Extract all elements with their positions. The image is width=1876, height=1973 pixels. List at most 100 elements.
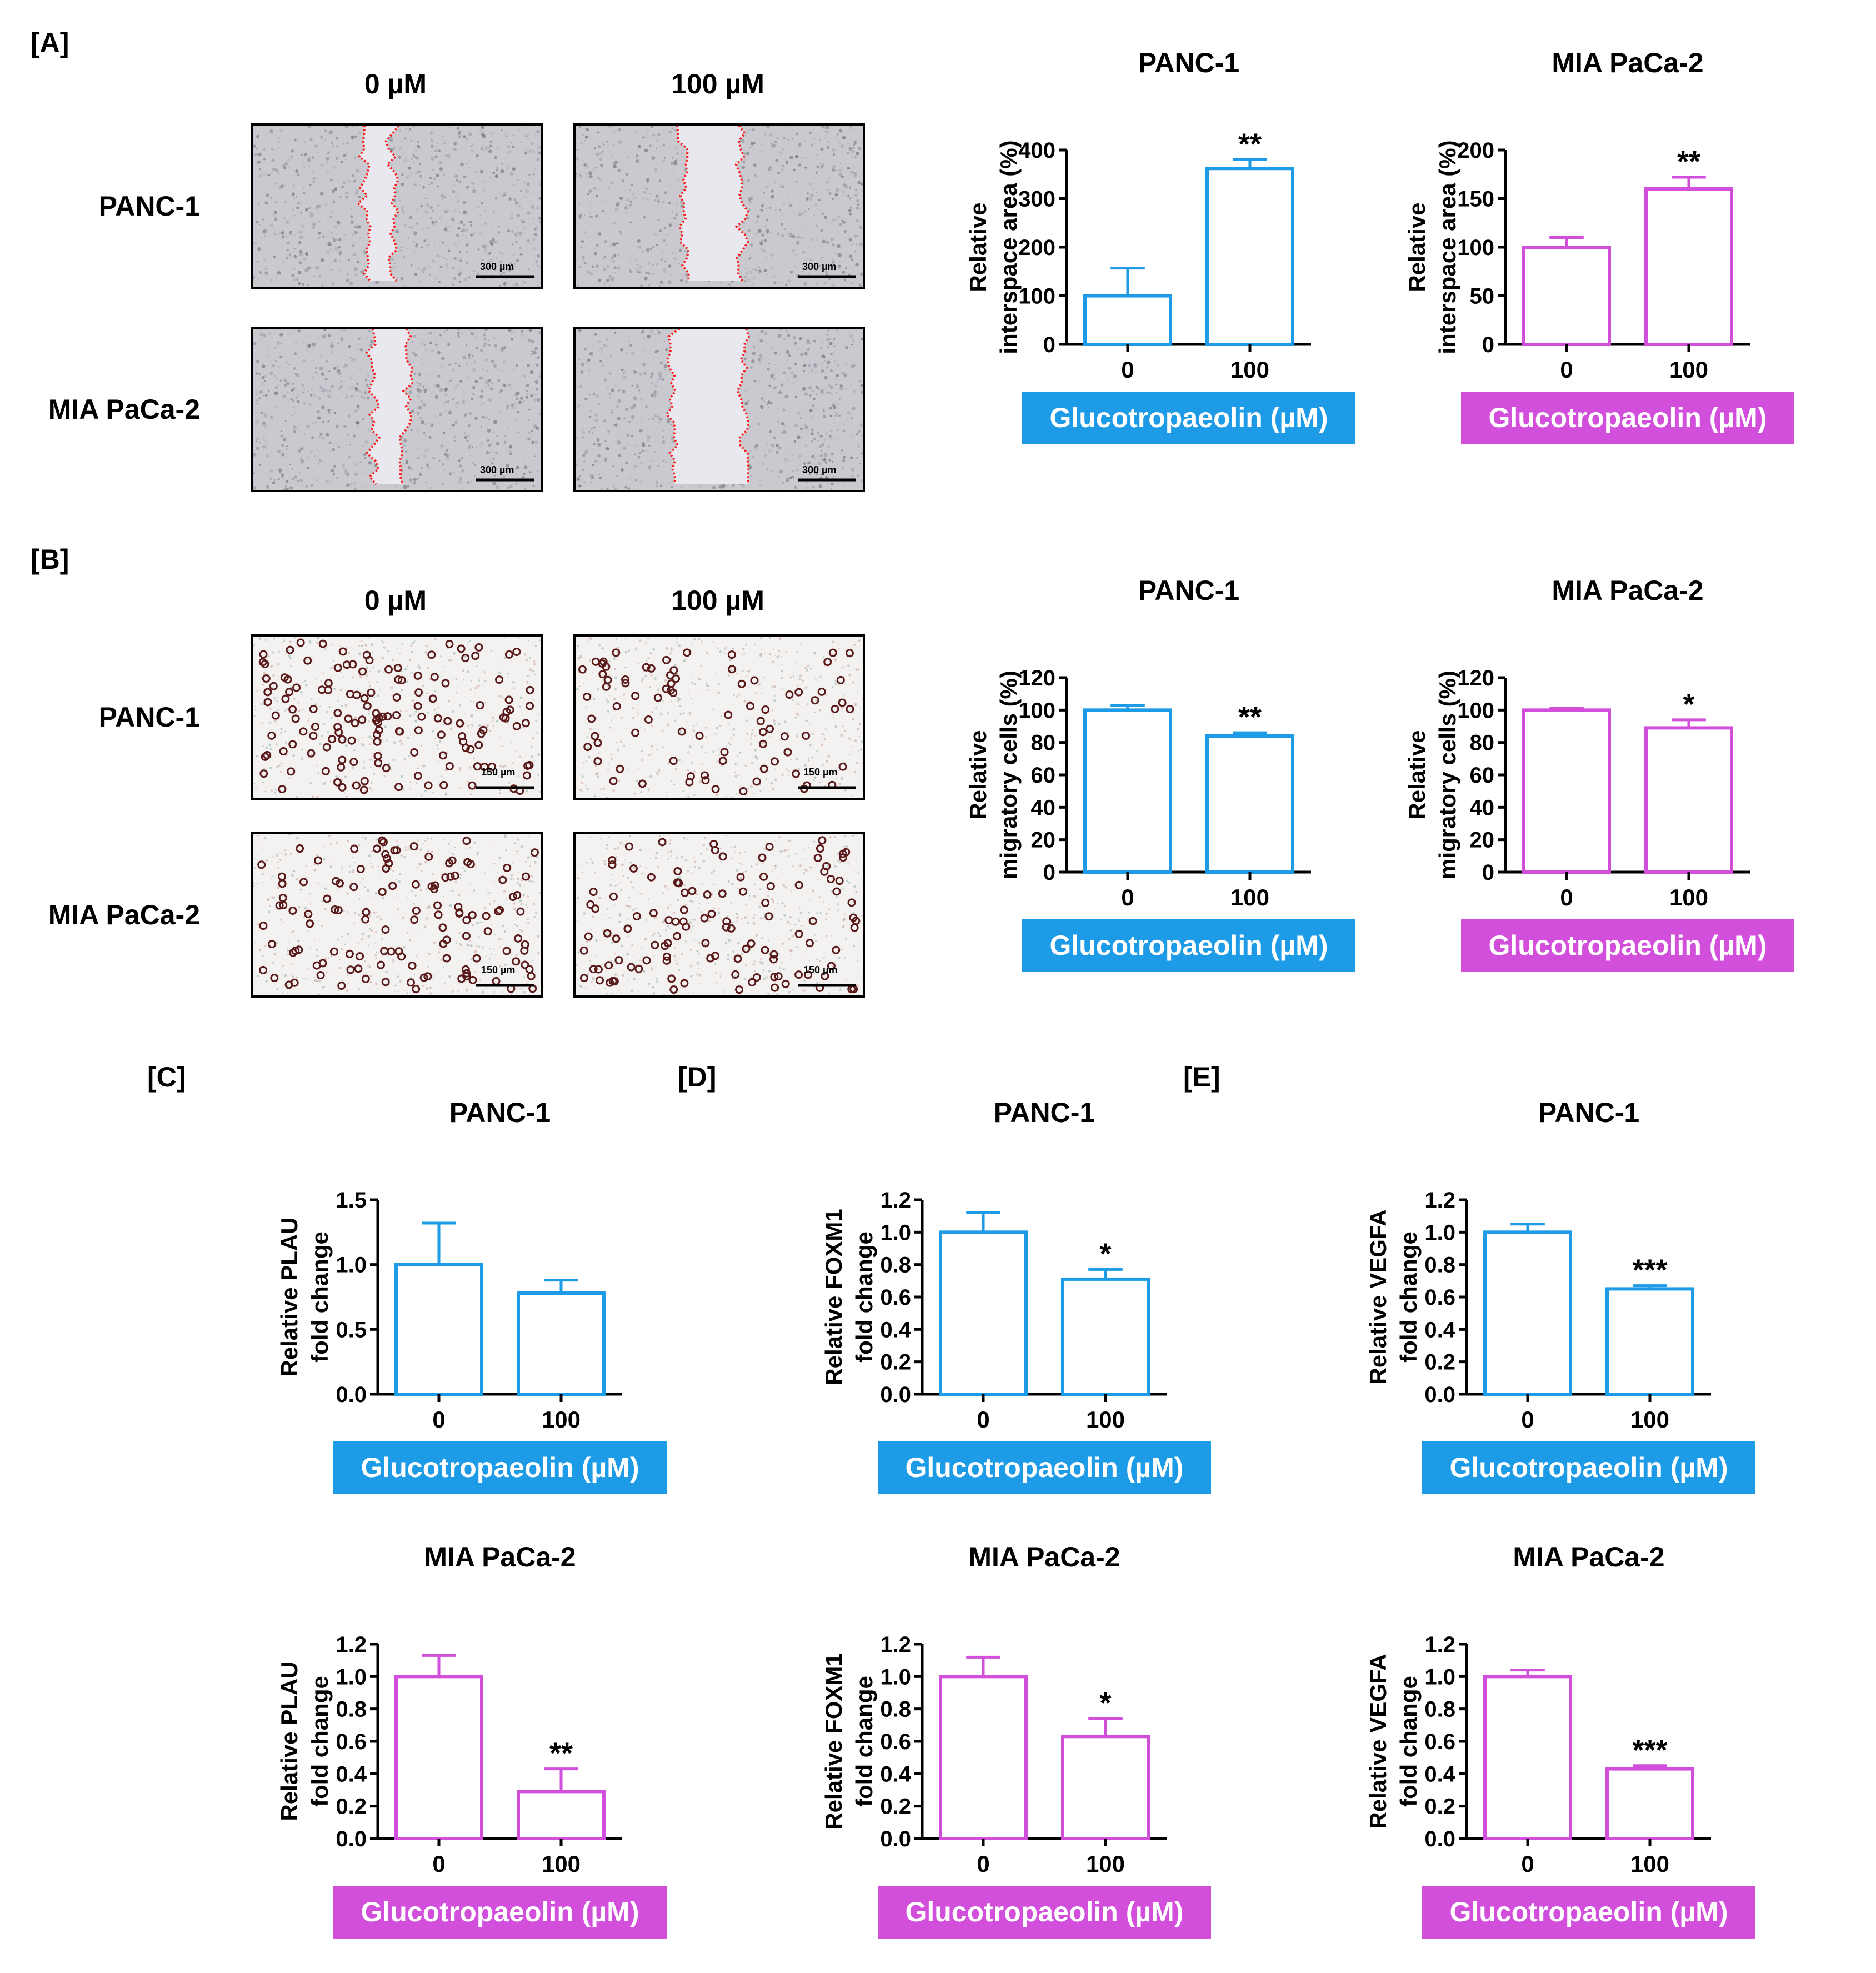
cell-speck (487, 428, 491, 433)
cell-speck (639, 284, 643, 287)
cell-speck (253, 276, 256, 279)
cell-speck (319, 442, 323, 445)
migrated-cell (612, 648, 621, 657)
cell-speck (764, 239, 767, 242)
membrane-speck (602, 787, 605, 790)
cell-speck (585, 172, 587, 174)
membrane-speck (512, 863, 513, 864)
cell-speck (809, 473, 811, 475)
cell-speck (818, 199, 821, 202)
cell-speck (276, 385, 279, 388)
membrane-speck (683, 659, 686, 662)
cell-speck (338, 423, 340, 425)
cell-speck (751, 359, 755, 363)
cell-speck (417, 267, 421, 271)
cell-speck (534, 329, 538, 331)
cell-speck (608, 186, 610, 188)
cell-speck (639, 219, 641, 221)
membrane-speck (284, 741, 287, 744)
cell-speck (472, 368, 476, 372)
cell-speck (604, 256, 607, 258)
cell-speck (837, 244, 841, 248)
cell-speck (354, 153, 358, 157)
migrated-cell (831, 704, 839, 713)
cell-speck (647, 262, 651, 266)
cell-speck (412, 451, 414, 454)
cell-speck (631, 184, 633, 186)
cell-speck (412, 340, 414, 343)
cell-speck (395, 229, 399, 234)
cell-speck (270, 360, 273, 363)
cell-speck (511, 368, 514, 370)
cell-speck (451, 423, 454, 427)
cell-speck (841, 144, 844, 148)
membrane-speck (769, 653, 772, 655)
cell-speck (611, 277, 615, 281)
cell-speck (624, 358, 627, 362)
migrated-cell (752, 777, 761, 786)
cell-speck (270, 197, 272, 199)
cell-speck (672, 211, 674, 213)
cell-speck (292, 478, 293, 480)
cell-speck (506, 459, 508, 460)
cell-speck (803, 259, 807, 263)
cell-speck (258, 397, 261, 399)
migrated-cell (838, 762, 847, 771)
cell-speck (812, 188, 814, 191)
cell-speck (410, 429, 413, 432)
membrane-speck (840, 734, 843, 737)
cell-speck (668, 482, 670, 484)
cell-speck (515, 364, 518, 367)
membrane-speck (275, 743, 278, 745)
cell-speck (852, 379, 855, 382)
membrane-speck (609, 674, 611, 676)
cell-speck (344, 159, 347, 161)
cell-speck (305, 253, 308, 256)
membrane-speck (641, 759, 644, 762)
cell-speck (527, 138, 529, 140)
membrane-speck (530, 755, 533, 758)
cell-speck (253, 486, 257, 490)
cell-speck (333, 465, 336, 468)
cell-speck (826, 365, 829, 369)
membrane-speck (785, 650, 788, 653)
cell-speck (633, 133, 635, 134)
membrane-speck (276, 765, 279, 768)
membrane-speck (379, 749, 381, 752)
cell-speck (603, 283, 606, 286)
cell-speck (366, 383, 369, 387)
cell-speck (481, 129, 484, 133)
cell-speck (764, 225, 766, 227)
cell-speck (494, 174, 499, 178)
cell-speck (393, 263, 396, 264)
cell-speck (302, 388, 306, 392)
cell-speck (789, 228, 791, 230)
membrane-speck (286, 708, 288, 710)
membrane-speck (800, 643, 802, 645)
cell-speck (292, 393, 294, 395)
cell-speck (500, 389, 503, 393)
micrograph-texture: 150 µm (253, 834, 541, 995)
membrane-speck (773, 649, 775, 651)
cell-speck (578, 358, 581, 361)
cell-speck (486, 263, 488, 265)
cell-speck (322, 334, 326, 339)
cell-speck (601, 364, 604, 367)
cell-speck (273, 154, 275, 157)
membrane-speck (384, 725, 387, 728)
membrane-speck (473, 841, 476, 844)
membrane-speck (502, 772, 504, 775)
cell-speck (646, 434, 649, 437)
cell-speck (536, 364, 539, 367)
cell-speck (313, 393, 316, 397)
cell-speck (284, 485, 287, 488)
membrane-speck (611, 757, 613, 760)
membrane-speck (272, 674, 275, 677)
cell-speck (761, 239, 763, 242)
cell-speck (480, 147, 484, 151)
cell-speck (753, 445, 757, 449)
membrane-speck (778, 723, 781, 725)
membrane-speck (613, 697, 616, 700)
cell-speck (832, 262, 834, 264)
membrane-speck (469, 892, 471, 894)
